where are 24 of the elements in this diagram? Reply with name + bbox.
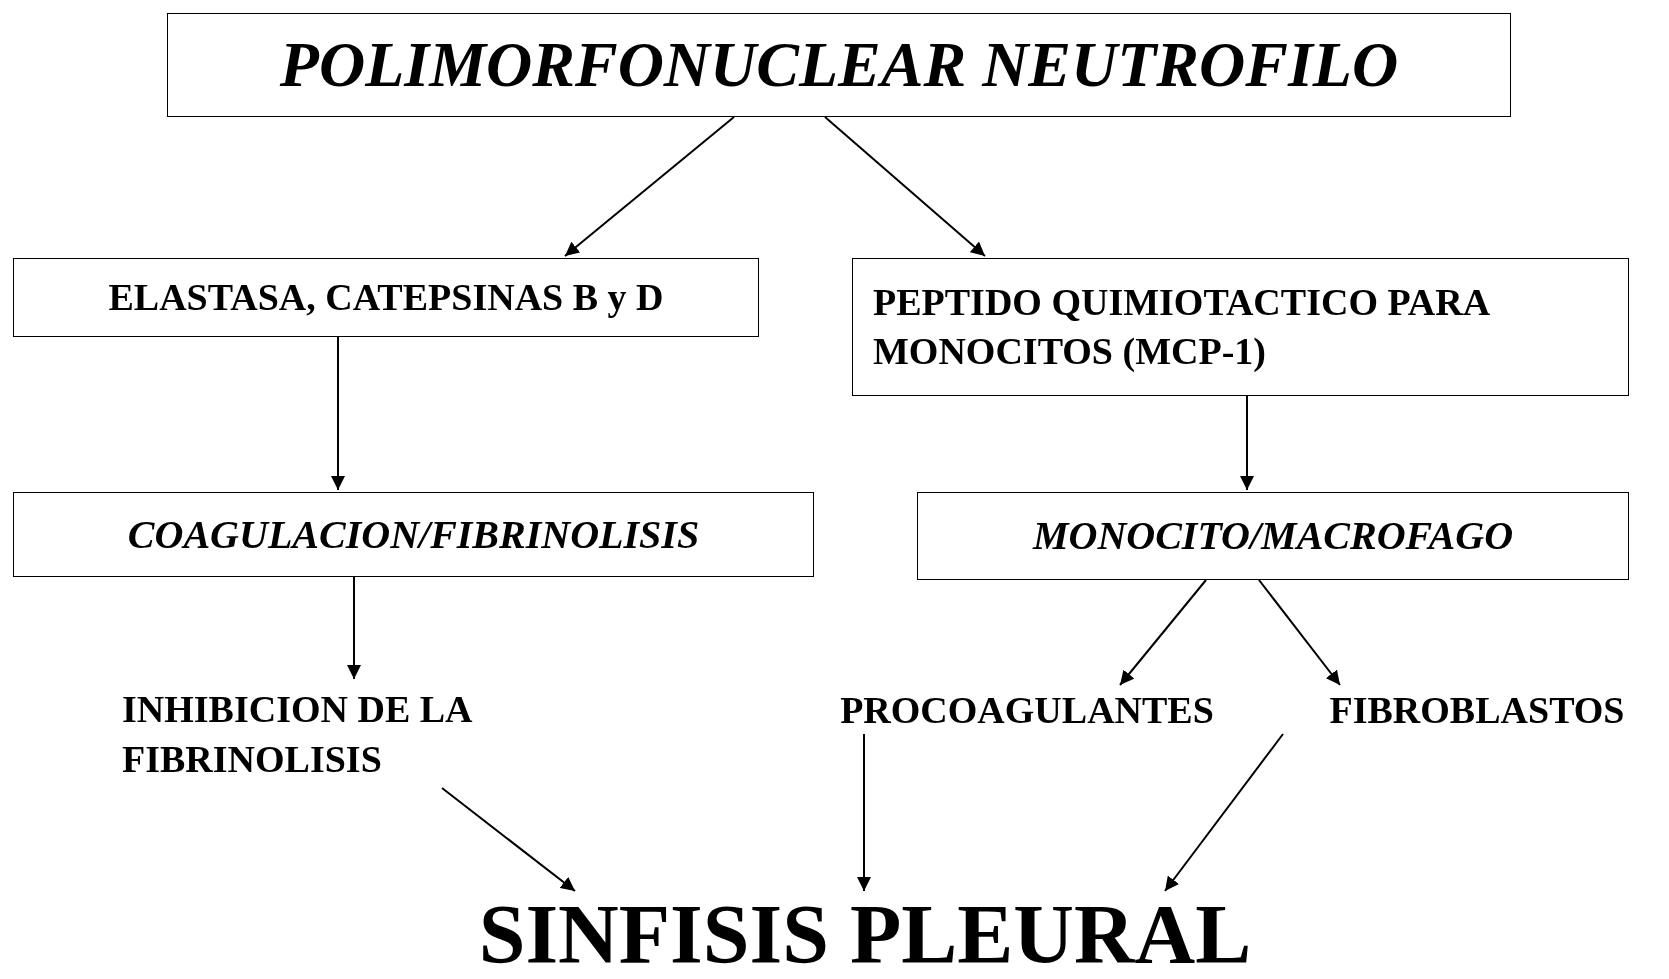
process-box [852,258,1629,396]
box-label: ELASTASA, CATEPSINAS B y D [108,274,664,320]
outcome-text: FIBROBLASTOS [1329,687,1625,733]
arrow [824,116,986,257]
process-box [13,492,814,577]
arrow [441,787,576,892]
arrow [1258,579,1341,686]
outcome-text: INHIBICION DE LA FIBRINOLISIS [122,687,472,782]
arrow [1119,579,1207,686]
arrow [564,116,735,257]
box-label: MONOCITO/MACROFAGO [1032,512,1514,560]
outcome-text: PROCOAGULANTES [840,687,1214,733]
box-label: PEPTIDO QUIMIOTACTICO PARA MONOCITOS (MCP-1) [873,279,1490,374]
arrow [1164,733,1284,892]
result-text: SINFISIS PLEURAL [478,887,1252,979]
arrow [1240,395,1254,491]
title-box [167,13,1511,117]
arrow [331,336,345,491]
process-box [13,258,759,337]
box-label: POLIMORFONUCLEAR NEUTROFILO [279,28,1399,103]
arrow [347,576,361,680]
arrow [857,733,871,892]
box-label: COAGULACION/FIBRINOLISIS [127,510,700,559]
process-box [917,492,1629,580]
